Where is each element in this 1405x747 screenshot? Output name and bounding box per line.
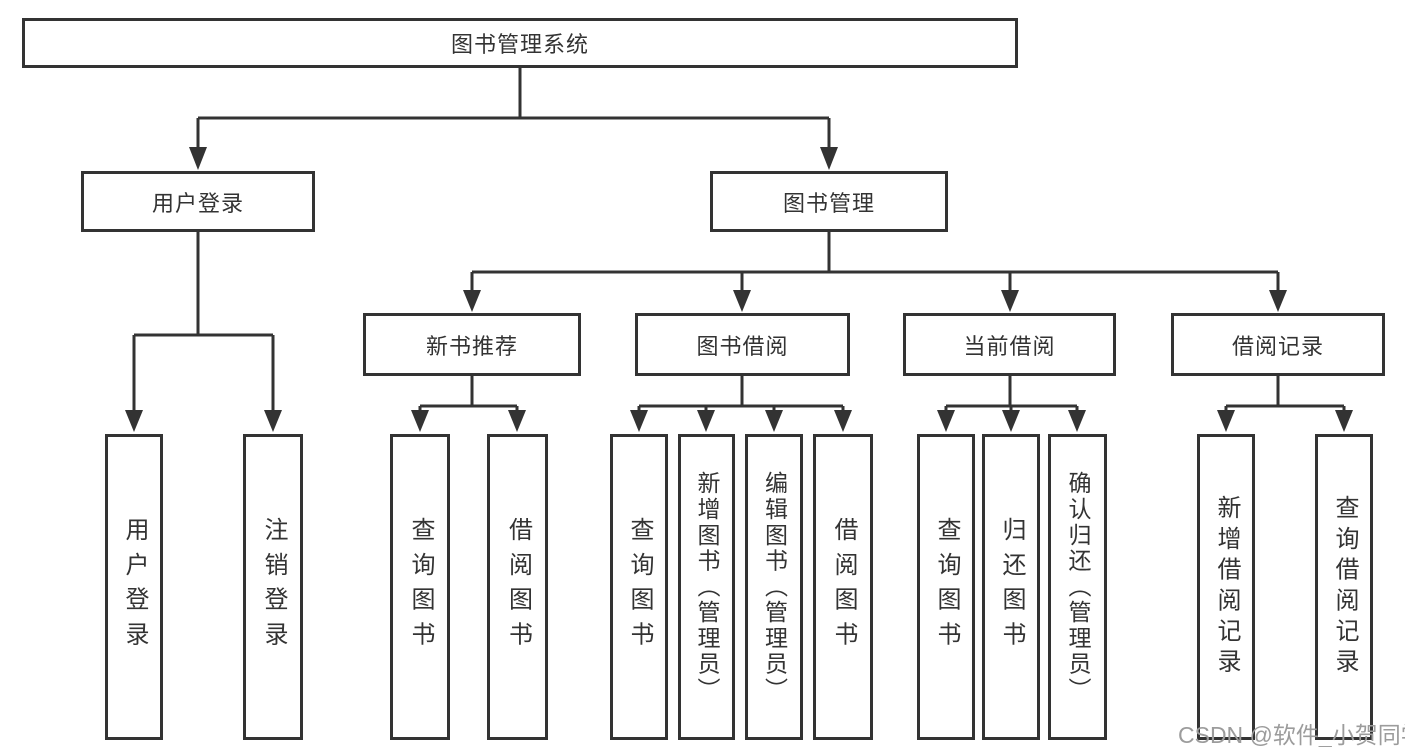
node-borrowing-records: 借阅记录 <box>1171 313 1385 376</box>
leaf-add-book-admin: 新增图书（管理员） <box>678 434 735 740</box>
leaf-confirm-return-admin: 确认归还（管理员） <box>1048 434 1107 740</box>
node-new-book-recommendation: 新书推荐 <box>363 313 581 376</box>
leaf-borrow-books: 借阅图书 <box>813 434 873 740</box>
node-book-borrowing: 图书借阅 <box>635 313 850 376</box>
node-library-management-system: 图书管理系统 <box>22 18 1018 68</box>
csdn-watermark: CSDN @软件_小贺同学 <box>1178 722 1405 747</box>
leaf-borrow-books-recommend: 借阅图书 <box>487 434 548 740</box>
leaf-add-borrow-record: 新增借阅记录 <box>1197 434 1255 740</box>
leaf-return-books: 归还图书 <box>982 434 1040 740</box>
leaf-logout-login: 注销登录 <box>243 434 303 740</box>
leaf-query-books-recommend: 查询图书 <box>390 434 450 740</box>
node-book-management: 图书管理 <box>710 171 948 232</box>
leaf-user-login: 用户登录 <box>105 434 163 740</box>
leaf-query-books-current: 查询图书 <box>917 434 975 740</box>
leaf-edit-book-admin: 编辑图书（管理员） <box>745 434 803 740</box>
leaf-query-borrow-record: 查询借阅记录 <box>1315 434 1373 740</box>
leaf-query-books-borrow: 查询图书 <box>610 434 668 740</box>
node-user-login: 用户登录 <box>81 171 315 232</box>
node-current-borrowing: 当前借阅 <box>903 313 1116 376</box>
